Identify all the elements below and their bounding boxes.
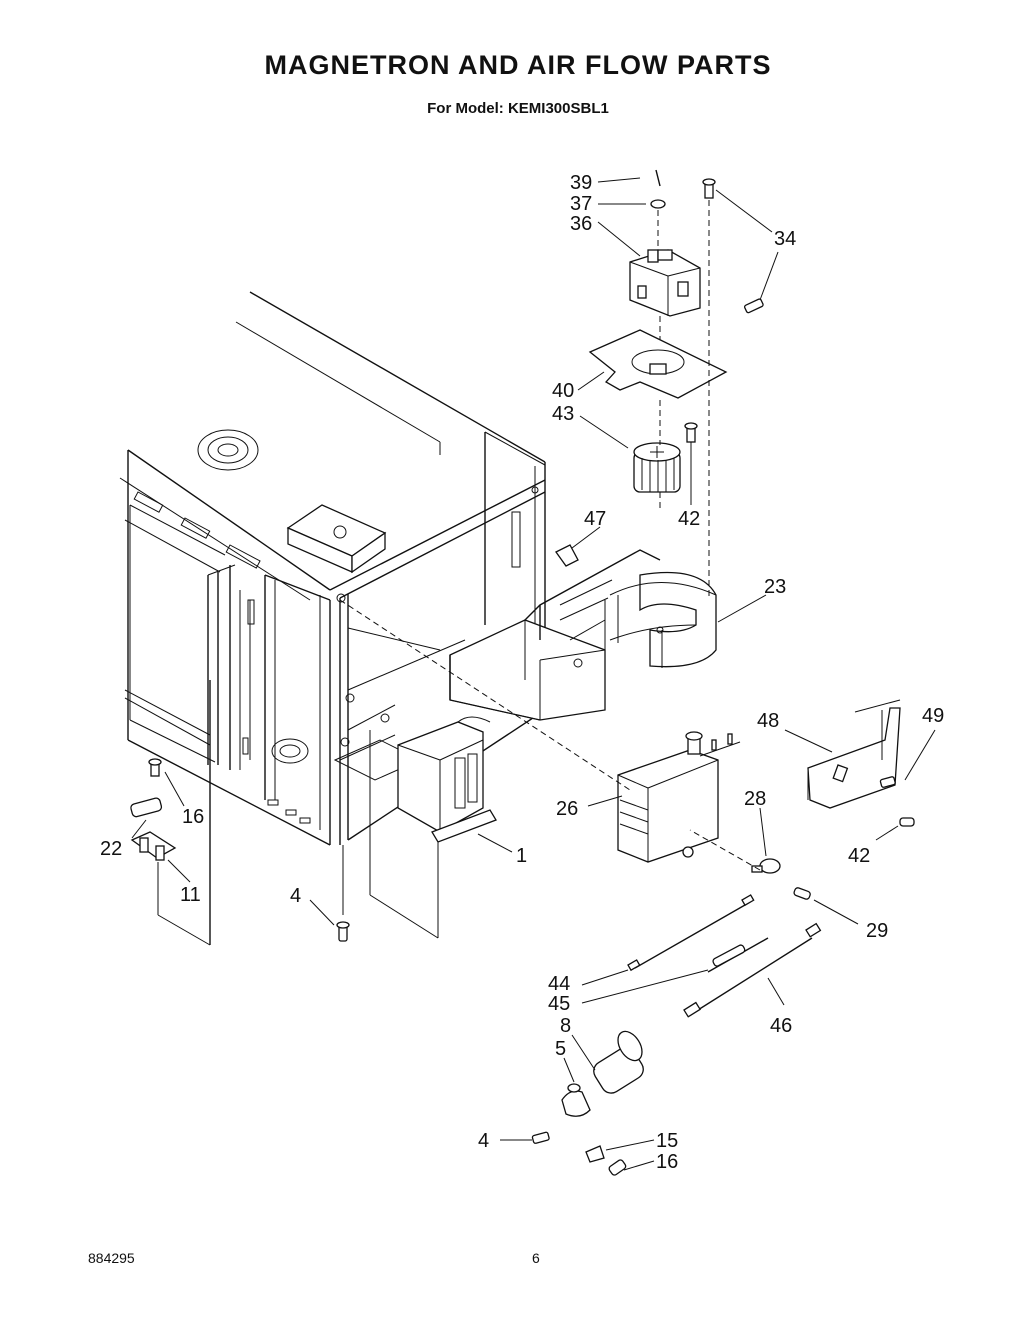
callout-40: 40 <box>552 380 574 402</box>
callout-26: 26 <box>556 798 578 820</box>
callout-45: 45 <box>548 993 570 1015</box>
callout-49: 49 <box>922 705 944 727</box>
callout-labels: 39 37 36 34 40 43 42 47 23 48 49 26 28 4… <box>100 172 944 1173</box>
callout-1: 1 <box>516 845 527 867</box>
callout-4-lower: 4 <box>478 1130 489 1152</box>
fan-motor-assembly <box>555 169 764 567</box>
page-number: 6 <box>532 1250 540 1266</box>
callout-42-lower: 42 <box>848 845 870 867</box>
callout-11: 11 <box>180 884 201 906</box>
callout-23: 23 <box>764 576 786 598</box>
callout-22: 22 <box>100 838 122 860</box>
callout-36: 36 <box>570 213 592 235</box>
thermal-cutout <box>751 858 811 900</box>
callout-43: 43 <box>552 403 574 425</box>
callout-5: 5 <box>555 1038 566 1060</box>
magnetron <box>617 731 741 863</box>
callout-47: 47 <box>584 508 606 530</box>
model-subtitle: For Model: KEMI300SBL1 <box>427 100 609 117</box>
callout-37: 37 <box>570 193 592 215</box>
callout-48: 48 <box>757 710 779 732</box>
callout-15: 15 <box>656 1130 678 1152</box>
callout-8: 8 <box>560 1015 571 1037</box>
callout-42-upper: 42 <box>678 508 700 530</box>
wires-and-capacitor <box>336 894 822 1176</box>
callout-16-upper: 16 <box>182 806 204 828</box>
callout-leaders <box>131 177 936 1171</box>
fuse-holder-assembly <box>130 758 177 861</box>
callout-4-upper: 4 <box>290 885 301 907</box>
callout-34: 34 <box>774 228 796 250</box>
callout-29: 29 <box>866 920 888 942</box>
microwave-cabinet <box>119 291 546 846</box>
transformer <box>397 716 497 843</box>
bracket <box>807 699 915 827</box>
callout-46: 46 <box>770 1015 792 1037</box>
callout-39: 39 <box>570 172 592 194</box>
document-number: 884295 <box>88 1250 135 1266</box>
callout-16-lower: 16 <box>656 1151 678 1173</box>
page-title: MAGNETRON AND AIR FLOW PARTS <box>264 50 772 80</box>
air-duct-assembly <box>449 549 717 721</box>
callout-44: 44 <box>548 973 570 995</box>
callout-28: 28 <box>744 788 766 810</box>
